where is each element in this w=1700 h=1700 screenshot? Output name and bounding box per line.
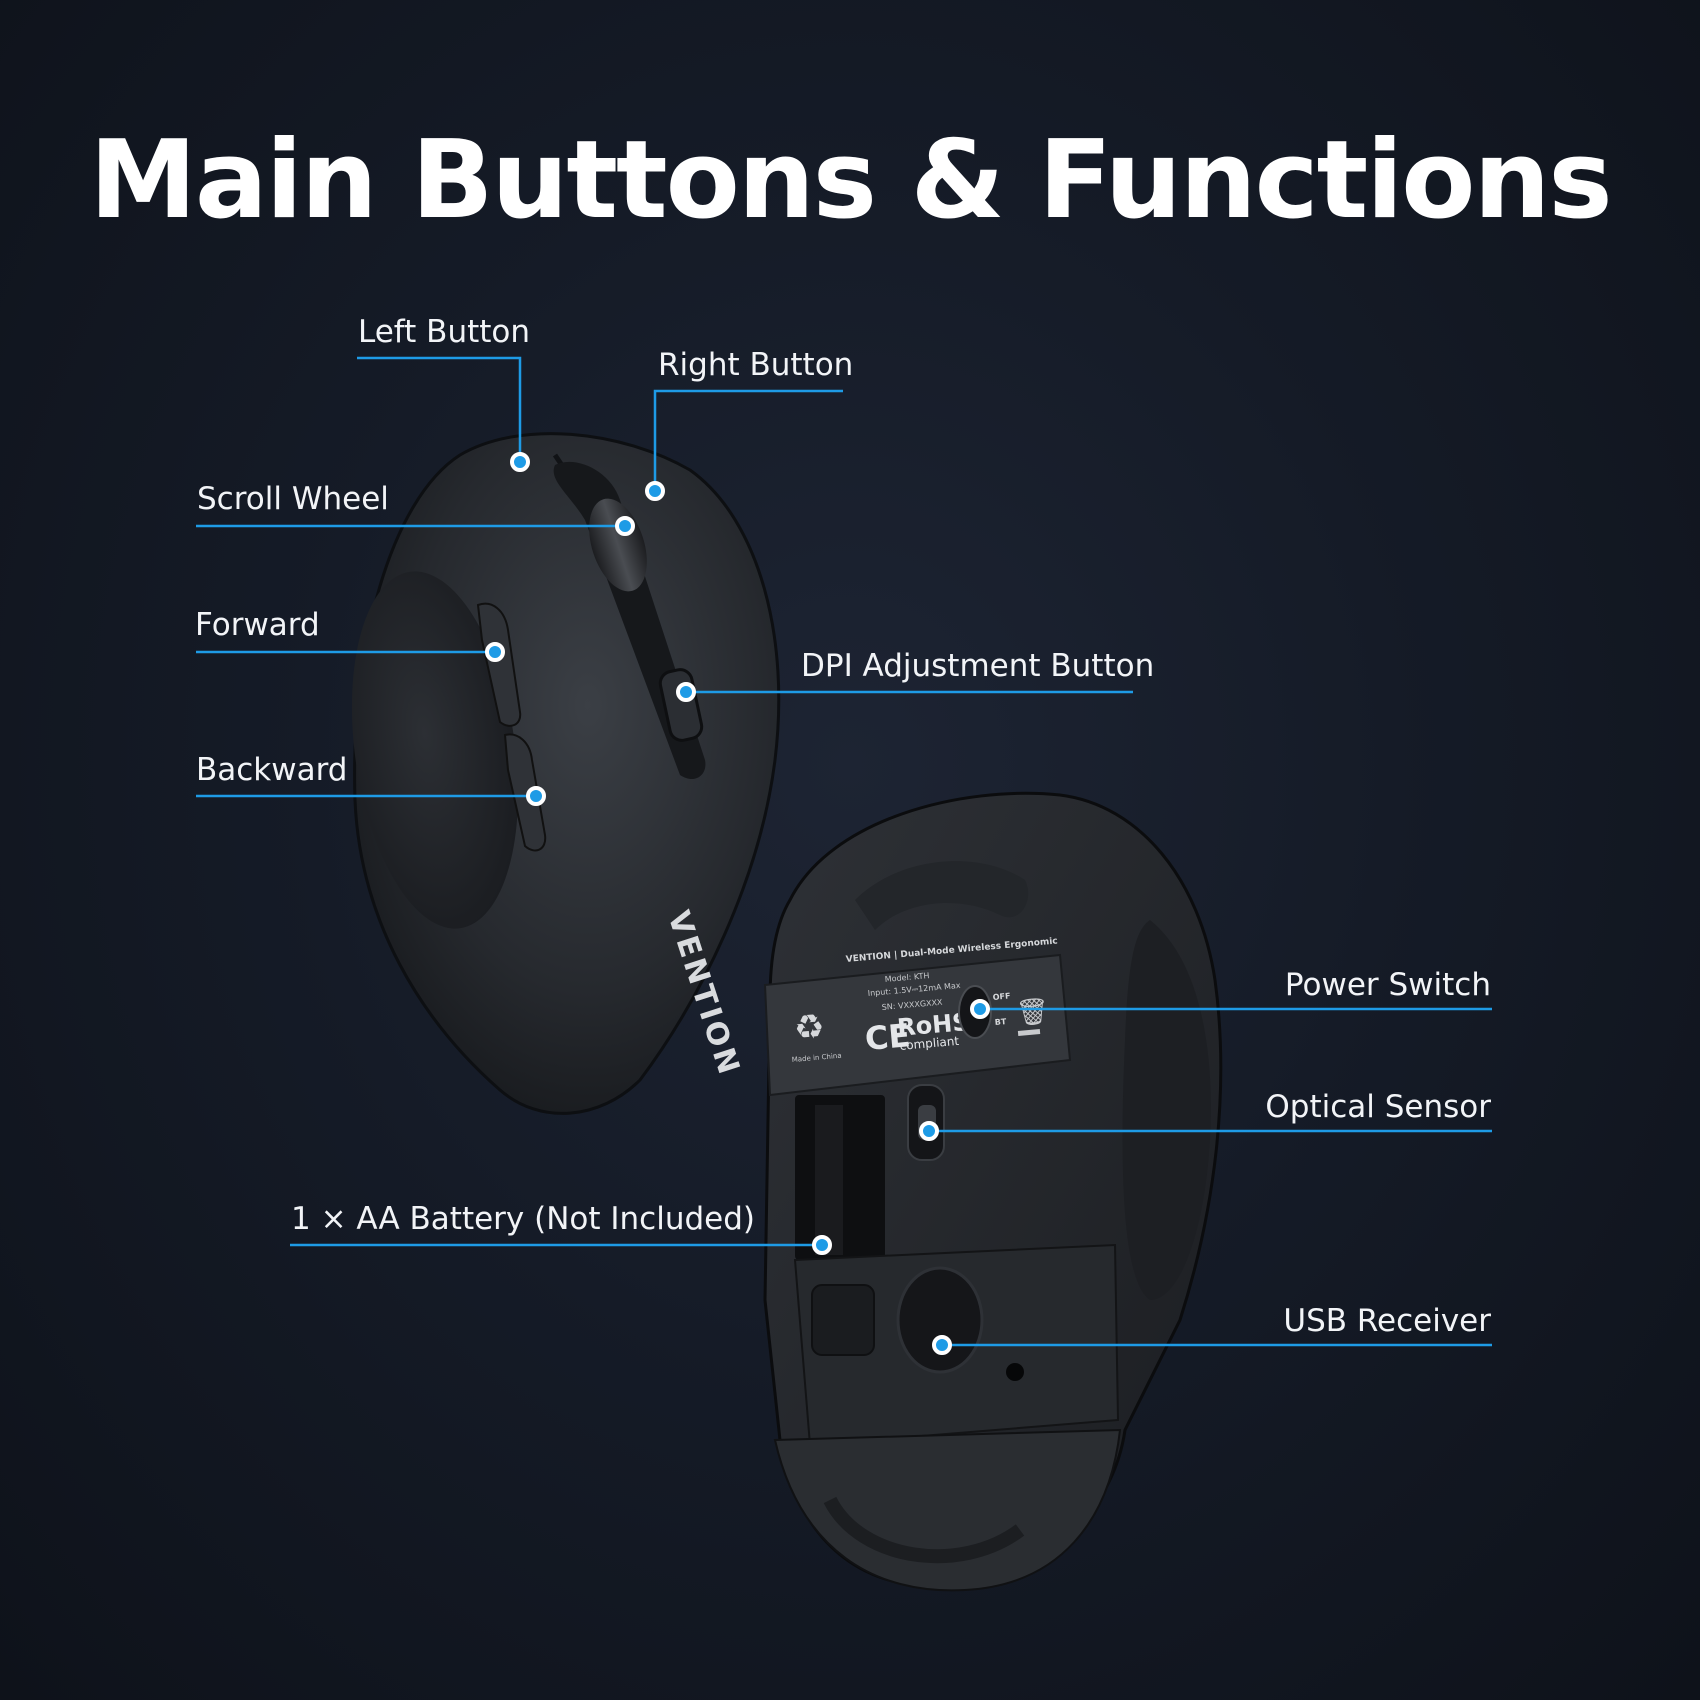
dpi-dot (676, 682, 696, 702)
backward-dot (526, 786, 546, 806)
power-switch-dot (970, 999, 990, 1019)
label-scroll-wheel: Scroll Wheel (197, 481, 389, 517)
backward-button-graphic (503, 733, 547, 852)
spec-label-plate (763, 953, 1072, 1097)
label-forward: Forward (195, 607, 320, 643)
left-button-dot (510, 452, 530, 472)
right-button-leader (653, 389, 843, 491)
label-dpi-button: DPI Adjustment Button (801, 648, 1155, 684)
switch-off-text: OFF (992, 991, 1010, 1002)
callout-lines (196, 356, 1492, 1347)
left-button-leader (357, 356, 522, 462)
label-backward: Backward (196, 752, 348, 788)
page-title: Main Buttons & Functions (89, 118, 1612, 243)
ce-mark: CE (863, 1016, 911, 1058)
callout-dots (485, 452, 990, 1355)
bottom-view-mouse: VENTION | Dual-Mode Wireless Ergonomic M… (763, 791, 1223, 1592)
label-right-button: Right Button (658, 347, 854, 383)
switch-bt-text: BT (994, 1017, 1007, 1027)
underside-model: Model: KTH (884, 971, 929, 984)
label-power-switch: Power Switch (1284, 967, 1491, 1003)
usb-receiver-graphic (896, 1266, 984, 1374)
label-left-button: Left Button (358, 314, 531, 350)
thumb-rest (351, 571, 519, 929)
right-button-dot (645, 481, 665, 501)
forward-button-graphic (476, 602, 522, 727)
label-optical-sensor: Optical Sensor (1265, 1089, 1491, 1125)
weee-bin-icon: 🗑 (1015, 996, 1051, 1029)
optical-sensor-dot (919, 1121, 939, 1141)
usb-receiver-dot (932, 1335, 952, 1355)
recycle-icon: ♻ (792, 1006, 826, 1049)
battery-dot (812, 1235, 832, 1255)
label-battery: 1 × AA Battery (Not Included) (291, 1201, 756, 1237)
label-usb-receiver: USB Receiver (1283, 1303, 1491, 1339)
rohs-compliant: compliant (899, 1034, 960, 1053)
forward-dot (485, 642, 505, 662)
scroll-wheel-dot (615, 516, 635, 536)
top-view-mouse: VENTION (351, 432, 781, 1115)
